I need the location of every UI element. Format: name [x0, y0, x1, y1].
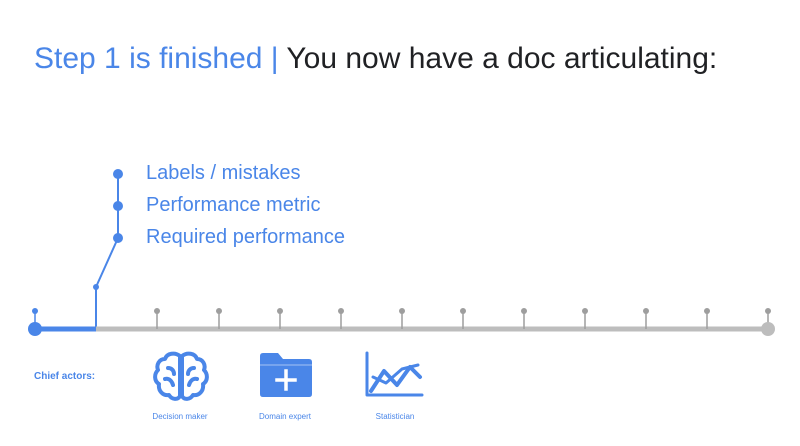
page-title: Step 1 is finished | You now have a doc … [34, 42, 717, 76]
checklist-item-metric: Performance metric [146, 194, 321, 216]
step-tick-marker [704, 308, 710, 314]
actor-label-decision-maker: Decision maker [152, 412, 208, 421]
actor-label-statistician: Statistician [375, 412, 415, 421]
title-accent: Step 1 is finished | [34, 42, 279, 75]
checklist-connector-diagonal [95, 237, 119, 288]
step-tick-marker [277, 308, 283, 314]
step-tick-marker [154, 308, 160, 314]
future-steps [154, 308, 771, 329]
step-tick-marker [521, 308, 527, 314]
step-tick-marker [399, 308, 405, 314]
checklist-bullet [113, 233, 123, 243]
checklist-item-labels: Labels / mistakes [146, 162, 301, 184]
folder-plus-icon [260, 353, 312, 397]
checklist-item-performance: Required performance [146, 226, 345, 248]
start-tick-marker [32, 308, 38, 314]
chief-actors-label: Chief actors: [34, 371, 96, 382]
step-tick-marker [582, 308, 588, 314]
step-tick-marker [643, 308, 649, 314]
step-tick-marker [765, 308, 771, 314]
step-tick-marker [216, 308, 222, 314]
brain-icon [153, 351, 209, 401]
timeline-end-dot [761, 322, 775, 336]
title-rest: You now have a doc articulating: [286, 42, 718, 75]
step-tick-marker [460, 308, 466, 314]
step-1-marker [93, 284, 99, 290]
checklist-bullet [113, 169, 123, 179]
timeline-start-dot [28, 322, 42, 336]
step-tick-marker [338, 308, 344, 314]
checklist-bullet [113, 201, 123, 211]
chart-icon [365, 351, 424, 397]
actor-label-domain-expert: Domain expert [258, 412, 312, 421]
